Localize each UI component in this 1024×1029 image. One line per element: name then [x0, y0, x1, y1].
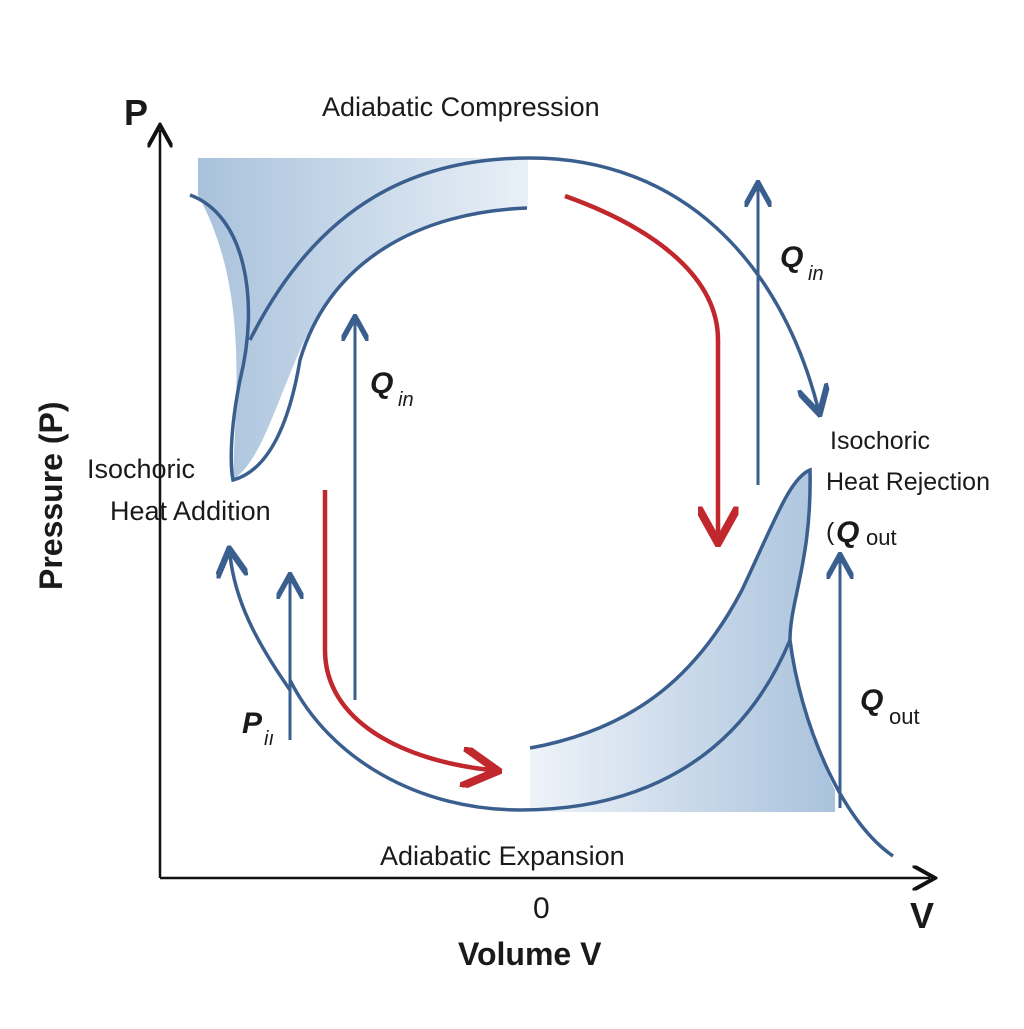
red-arrow-left [322, 490, 490, 770]
left-return-curve [230, 555, 292, 692]
qout-lower-symbol: Q [860, 684, 883, 717]
qin-label-center: Q in [370, 367, 414, 411]
isochoric-heat-rejection-line1: Isochoric [830, 427, 930, 455]
pin-symbol: P [242, 707, 263, 740]
isochoric-heat-rejection-line2: Heat Rejection [826, 468, 990, 496]
adiabatic-compression-label: Adiabatic Compression [322, 92, 600, 122]
top-shaded-region [198, 158, 528, 480]
qout-lower-sub: out [889, 704, 920, 729]
isochoric-heat-addition-line2: Heat Addition [110, 496, 271, 526]
isochoric-heat-addition-line1: Isochoric [87, 454, 195, 484]
qout-paren: ( [826, 518, 835, 546]
qout-label-lower: Q out [860, 684, 920, 729]
bottom-inner-curve [529, 467, 894, 858]
y-axis-title: Pressure (P) [33, 401, 69, 590]
red-arrow-right [564, 193, 718, 535]
adiabatic-expansion-label: Adiabatic Expansion [380, 841, 625, 871]
x-axis-title: Volume V [458, 936, 602, 972]
pin-label: P iı [242, 707, 274, 750]
compression-curve [248, 156, 818, 408]
y-axis-letter: P [124, 92, 148, 133]
pin-sub: iı [264, 728, 274, 750]
qout-paren-symbol: Q [836, 516, 859, 549]
qin-right-symbol: Q [780, 241, 803, 274]
expansion-curve [288, 639, 792, 812]
qout-paren-sub: out [866, 525, 897, 550]
qin-right-sub: in [808, 263, 824, 285]
qin-label-right: Q in [780, 241, 824, 285]
qin-center-sub: in [398, 389, 414, 411]
qout-label-paren: ( Q out [826, 516, 897, 550]
x-axis-letter: V [910, 895, 934, 936]
origin-label: 0 [533, 892, 550, 925]
qin-center-symbol: Q [370, 367, 393, 400]
top-inner-curve [189, 193, 528, 483]
